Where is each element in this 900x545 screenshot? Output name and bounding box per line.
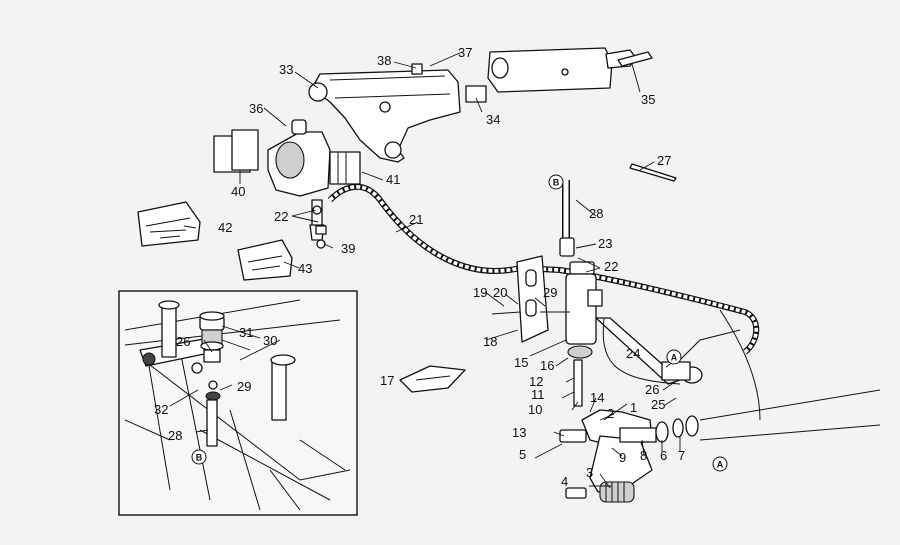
callout-9: 9 [619,450,626,465]
callout-42: 42 [218,220,232,235]
inset-detail-view [118,290,358,516]
ref-circle-b-inset: B [191,449,207,465]
callout-28-inset: 28 [168,428,182,443]
callout-23: 23 [598,236,612,251]
callout-41: 41 [386,172,400,187]
callout-34: 34 [486,112,500,127]
callout-24: 24 [626,346,640,361]
callout-12: 12 [529,374,543,389]
ref-circle-a-upper: A [666,349,682,365]
callout-2: 2 [607,406,614,421]
cotter-pin [629,163,677,182]
ref-circle-b-upper: B [548,174,564,190]
callout-33: 33 [279,62,293,77]
callout-18: 18 [483,334,497,349]
callout-27: 27 [657,153,671,168]
callout-4: 4 [561,474,568,489]
inset-hose [191,362,221,447]
callout-25: 25 [651,397,665,412]
callout-8: 8 [640,448,647,463]
callout-6: 6 [660,448,667,463]
callout-22-right: 22 [604,259,618,274]
frame-tube [139,300,296,421]
callout-22-left: 22 [274,209,288,224]
svg-text:A: A [671,353,678,363]
bracket-assembly [308,47,653,163]
callout-20: 20 [493,285,507,300]
callout-3: 3 [586,465,593,480]
callout-36: 36 [249,101,263,116]
callout-32: 32 [154,402,168,417]
callout-40: 40 [231,184,245,199]
callout-39: 39 [341,241,355,256]
callout-13: 13 [512,425,526,440]
brake-caliper [213,119,361,241]
callout-26: 26 [645,382,659,397]
callout-26-inset: 26 [176,334,190,349]
callout-43: 43 [298,261,312,276]
svg-text:B: B [196,453,203,463]
callout-1: 1 [630,400,637,415]
brake-pedal [559,309,881,503]
callout-30: 30 [263,333,277,348]
callout-37: 37 [458,45,472,60]
callout-19: 19 [473,285,487,300]
svg-text:A: A [717,460,724,470]
callout-28: 28 [589,206,603,221]
callout-16: 16 [540,358,554,373]
callout-29: 29 [543,285,557,300]
callout-21: 21 [409,212,423,227]
callout-35: 35 [641,92,655,107]
callout-15: 15 [514,355,528,370]
callout-10: 10 [528,402,542,417]
callout-7: 7 [678,448,685,463]
circle-refs: B A A B [191,174,728,472]
ref-circle-a-lower: A [712,456,728,472]
callout-14: 14 [590,390,604,405]
decal-labels [137,201,466,393]
callout-29-inset: 29 [237,379,251,394]
callout-5: 5 [519,447,526,462]
callout-11: 11 [531,387,545,402]
master-cylinder [491,180,681,407]
callout-17: 17 [380,373,394,388]
svg-text:B: B [553,178,560,188]
callout-38: 38 [377,53,391,68]
callout-31: 31 [239,325,253,340]
callout-numbers: 1 2 3 4 5 6 7 8 9 10 11 12 13 14 15 16 1… [154,45,685,489]
banjo-bolt [315,225,327,249]
inset-reservoir [199,311,225,363]
